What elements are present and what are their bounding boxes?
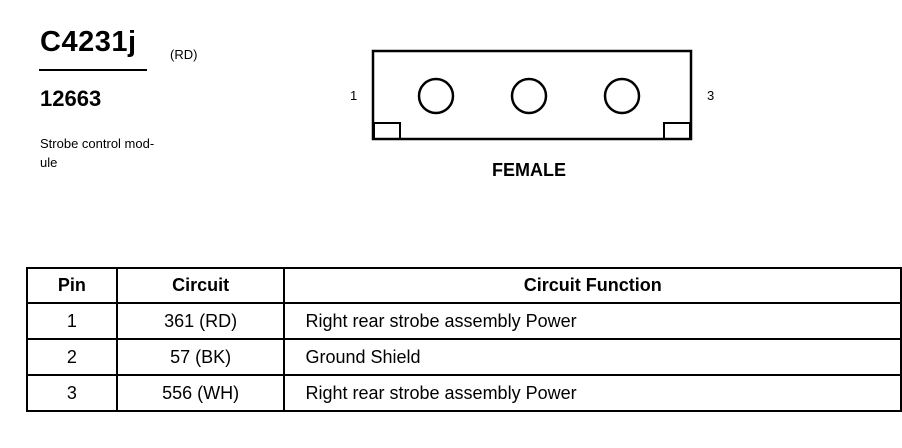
header-pin: Pin xyxy=(26,267,118,304)
pin-label-left: 1 xyxy=(350,88,358,103)
cavity-2 xyxy=(510,77,548,115)
header-circuit: Circuit xyxy=(115,267,286,304)
table-row: 2 57 (BK) Ground Shield xyxy=(26,338,902,376)
connector-id: C4231j xyxy=(40,26,137,58)
module-description: Strobe control mod- ule xyxy=(40,134,200,172)
cell-circuit: 556 (WH) xyxy=(115,374,286,412)
connector-key-left xyxy=(373,122,401,140)
header-circuit-function: Circuit Function xyxy=(283,267,902,304)
color-code: (RD) xyxy=(170,47,198,62)
connector-housing xyxy=(371,49,693,141)
cell-pin: 3 xyxy=(26,374,118,412)
description-line-2: ule xyxy=(40,155,58,170)
title-underline xyxy=(39,69,147,71)
part-number: 12663 xyxy=(40,86,102,111)
table-row: 1 361 (RD) Right rear strobe assembly Po… xyxy=(26,302,902,340)
description-line-1: Strobe control mod- xyxy=(40,136,155,151)
connector-face-diagram xyxy=(371,49,693,141)
cell-pin: 2 xyxy=(26,338,118,376)
cell-circuit: 57 (BK) xyxy=(115,338,286,376)
connector-key-right xyxy=(663,122,691,140)
cavity-1 xyxy=(417,77,455,115)
pin-table: Pin Circuit Circuit Function 1 361 (RD) … xyxy=(26,267,902,412)
cell-pin: 1 xyxy=(26,302,118,340)
cell-circuit: 361 (RD) xyxy=(115,302,286,340)
cavity-3 xyxy=(603,77,641,115)
pin-label-right: 3 xyxy=(707,88,715,103)
cell-function: Right rear strobe assembly Power xyxy=(283,374,902,412)
cell-function: Right rear strobe assembly Power xyxy=(283,302,902,340)
cell-function: Ground Shield xyxy=(283,338,902,376)
table-row: 3 556 (WH) Right rear strobe assembly Po… xyxy=(26,374,902,412)
connector-gender: FEMALE xyxy=(492,160,566,180)
table-header-row: Pin Circuit Circuit Function xyxy=(26,267,902,304)
